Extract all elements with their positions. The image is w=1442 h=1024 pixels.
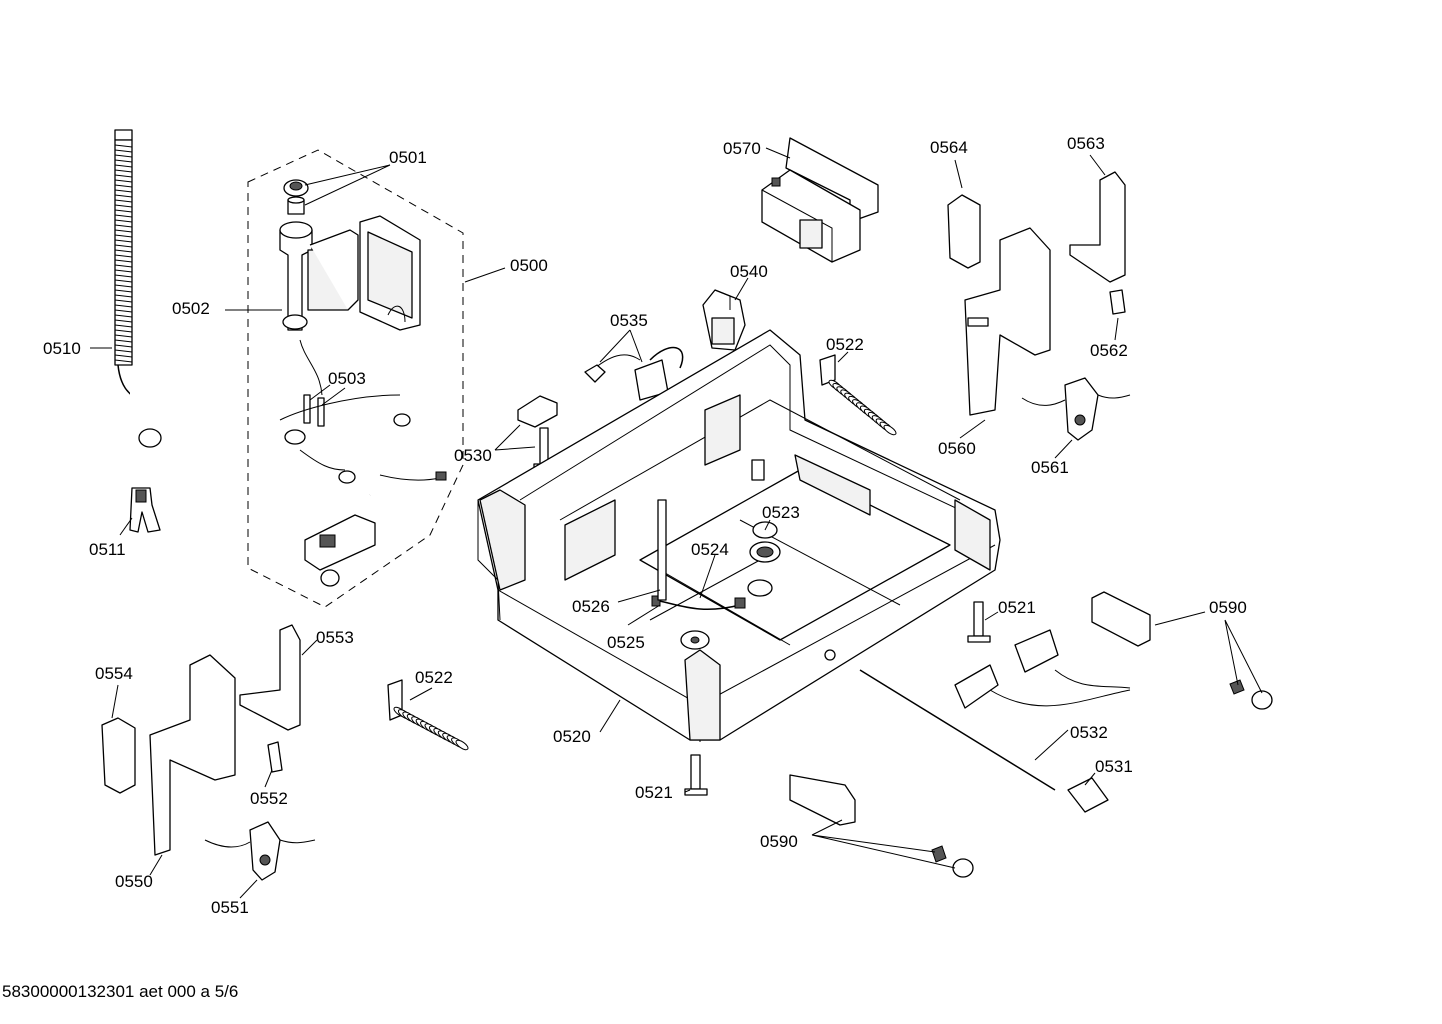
part-0562-clip <box>1109 289 1126 315</box>
callout-0563: 0563 <box>1067 134 1105 153</box>
callout-0525: 0525 <box>607 633 645 652</box>
part-0521-screw-upper <box>967 601 991 643</box>
part-0531-connector <box>1067 777 1109 813</box>
callout-0535: 0535 <box>610 311 648 330</box>
part-0500-bracket <box>304 514 376 587</box>
assembly-0500-boundary <box>247 149 464 608</box>
callout-0560: 0560 <box>938 439 976 458</box>
part-0563-bracket <box>1069 171 1126 283</box>
callout-0532: 0532 <box>1070 723 1108 742</box>
callout-0590-upper: 0590 <box>1209 598 1247 617</box>
callout-0522-upper: 0522 <box>826 335 864 354</box>
part-0561-switch <box>1021 377 1131 441</box>
callout-0561: 0561 <box>1031 458 1069 477</box>
part-0503-sensors <box>284 394 325 445</box>
part-0532-wire-harness <box>859 629 1131 791</box>
callout-0521-upper: 0521 <box>998 598 1036 617</box>
part-0502-valve <box>279 221 359 396</box>
part-0540-relay <box>702 289 746 351</box>
callout-0562: 0562 <box>1090 341 1128 360</box>
part-0590-rail-lower <box>789 774 974 878</box>
part-0500-cover <box>359 215 421 331</box>
part-0550-bracket <box>149 654 236 856</box>
part-0522-spring-upper <box>819 354 897 436</box>
callout-0502: 0502 <box>172 299 210 318</box>
callout-0500: 0500 <box>510 256 548 275</box>
callout-0526: 0526 <box>572 597 610 616</box>
callout-0553: 0553 <box>316 628 354 647</box>
part-0590-rail-upper <box>1091 591 1273 710</box>
callout-0530: 0530 <box>454 446 492 465</box>
callout-0510: 0510 <box>43 339 81 358</box>
callout-0521-lower: 0521 <box>635 783 673 802</box>
callout-0570: 0570 <box>723 139 761 158</box>
part-0551-switch <box>204 821 316 881</box>
leader-lines <box>90 147 1263 899</box>
callout-0531: 0531 <box>1095 757 1133 776</box>
callout-0550: 0550 <box>115 872 153 891</box>
callout-0522-lower: 0522 <box>415 668 453 687</box>
part-0501-nuts <box>283 179 309 215</box>
callout-0524: 0524 <box>691 540 729 559</box>
part-0510-drain-hose <box>114 129 162 448</box>
part-0521-screw-lower <box>684 754 708 796</box>
part-0522-spring-lower <box>387 679 469 751</box>
part-0511-clip <box>129 487 161 533</box>
drawing-reference-footer: 58300000132301 aet 000 a 5/6 <box>2 982 239 1001</box>
callout-0503: 0503 <box>328 369 366 388</box>
part-0560-bracket <box>964 227 1051 416</box>
part-0500-hose-small <box>279 394 447 499</box>
callout-0552: 0552 <box>250 789 288 808</box>
part-0526-rod <box>657 499 667 601</box>
callout-0554: 0554 <box>95 664 133 683</box>
part-0525-disc <box>680 630 710 650</box>
part-0554-cover <box>101 717 136 794</box>
callout-0590-lower: 0590 <box>760 832 798 851</box>
part-0520-base-tub <box>477 329 1001 742</box>
callout-0520: 0520 <box>553 727 591 746</box>
callout-0564: 0564 <box>930 138 968 157</box>
part-0564-cover <box>947 194 981 269</box>
part-0553-bracket <box>239 624 301 731</box>
callout-0540: 0540 <box>730 262 768 281</box>
callout-0511: 0511 <box>89 540 126 559</box>
callout-0551: 0551 <box>211 898 249 917</box>
part-0570-control-module <box>761 137 879 263</box>
part-0552-clip <box>267 741 283 773</box>
part-0524-sensor <box>651 595 746 611</box>
callout-0501: 0501 <box>389 148 427 167</box>
callout-0523: 0523 <box>762 503 800 522</box>
